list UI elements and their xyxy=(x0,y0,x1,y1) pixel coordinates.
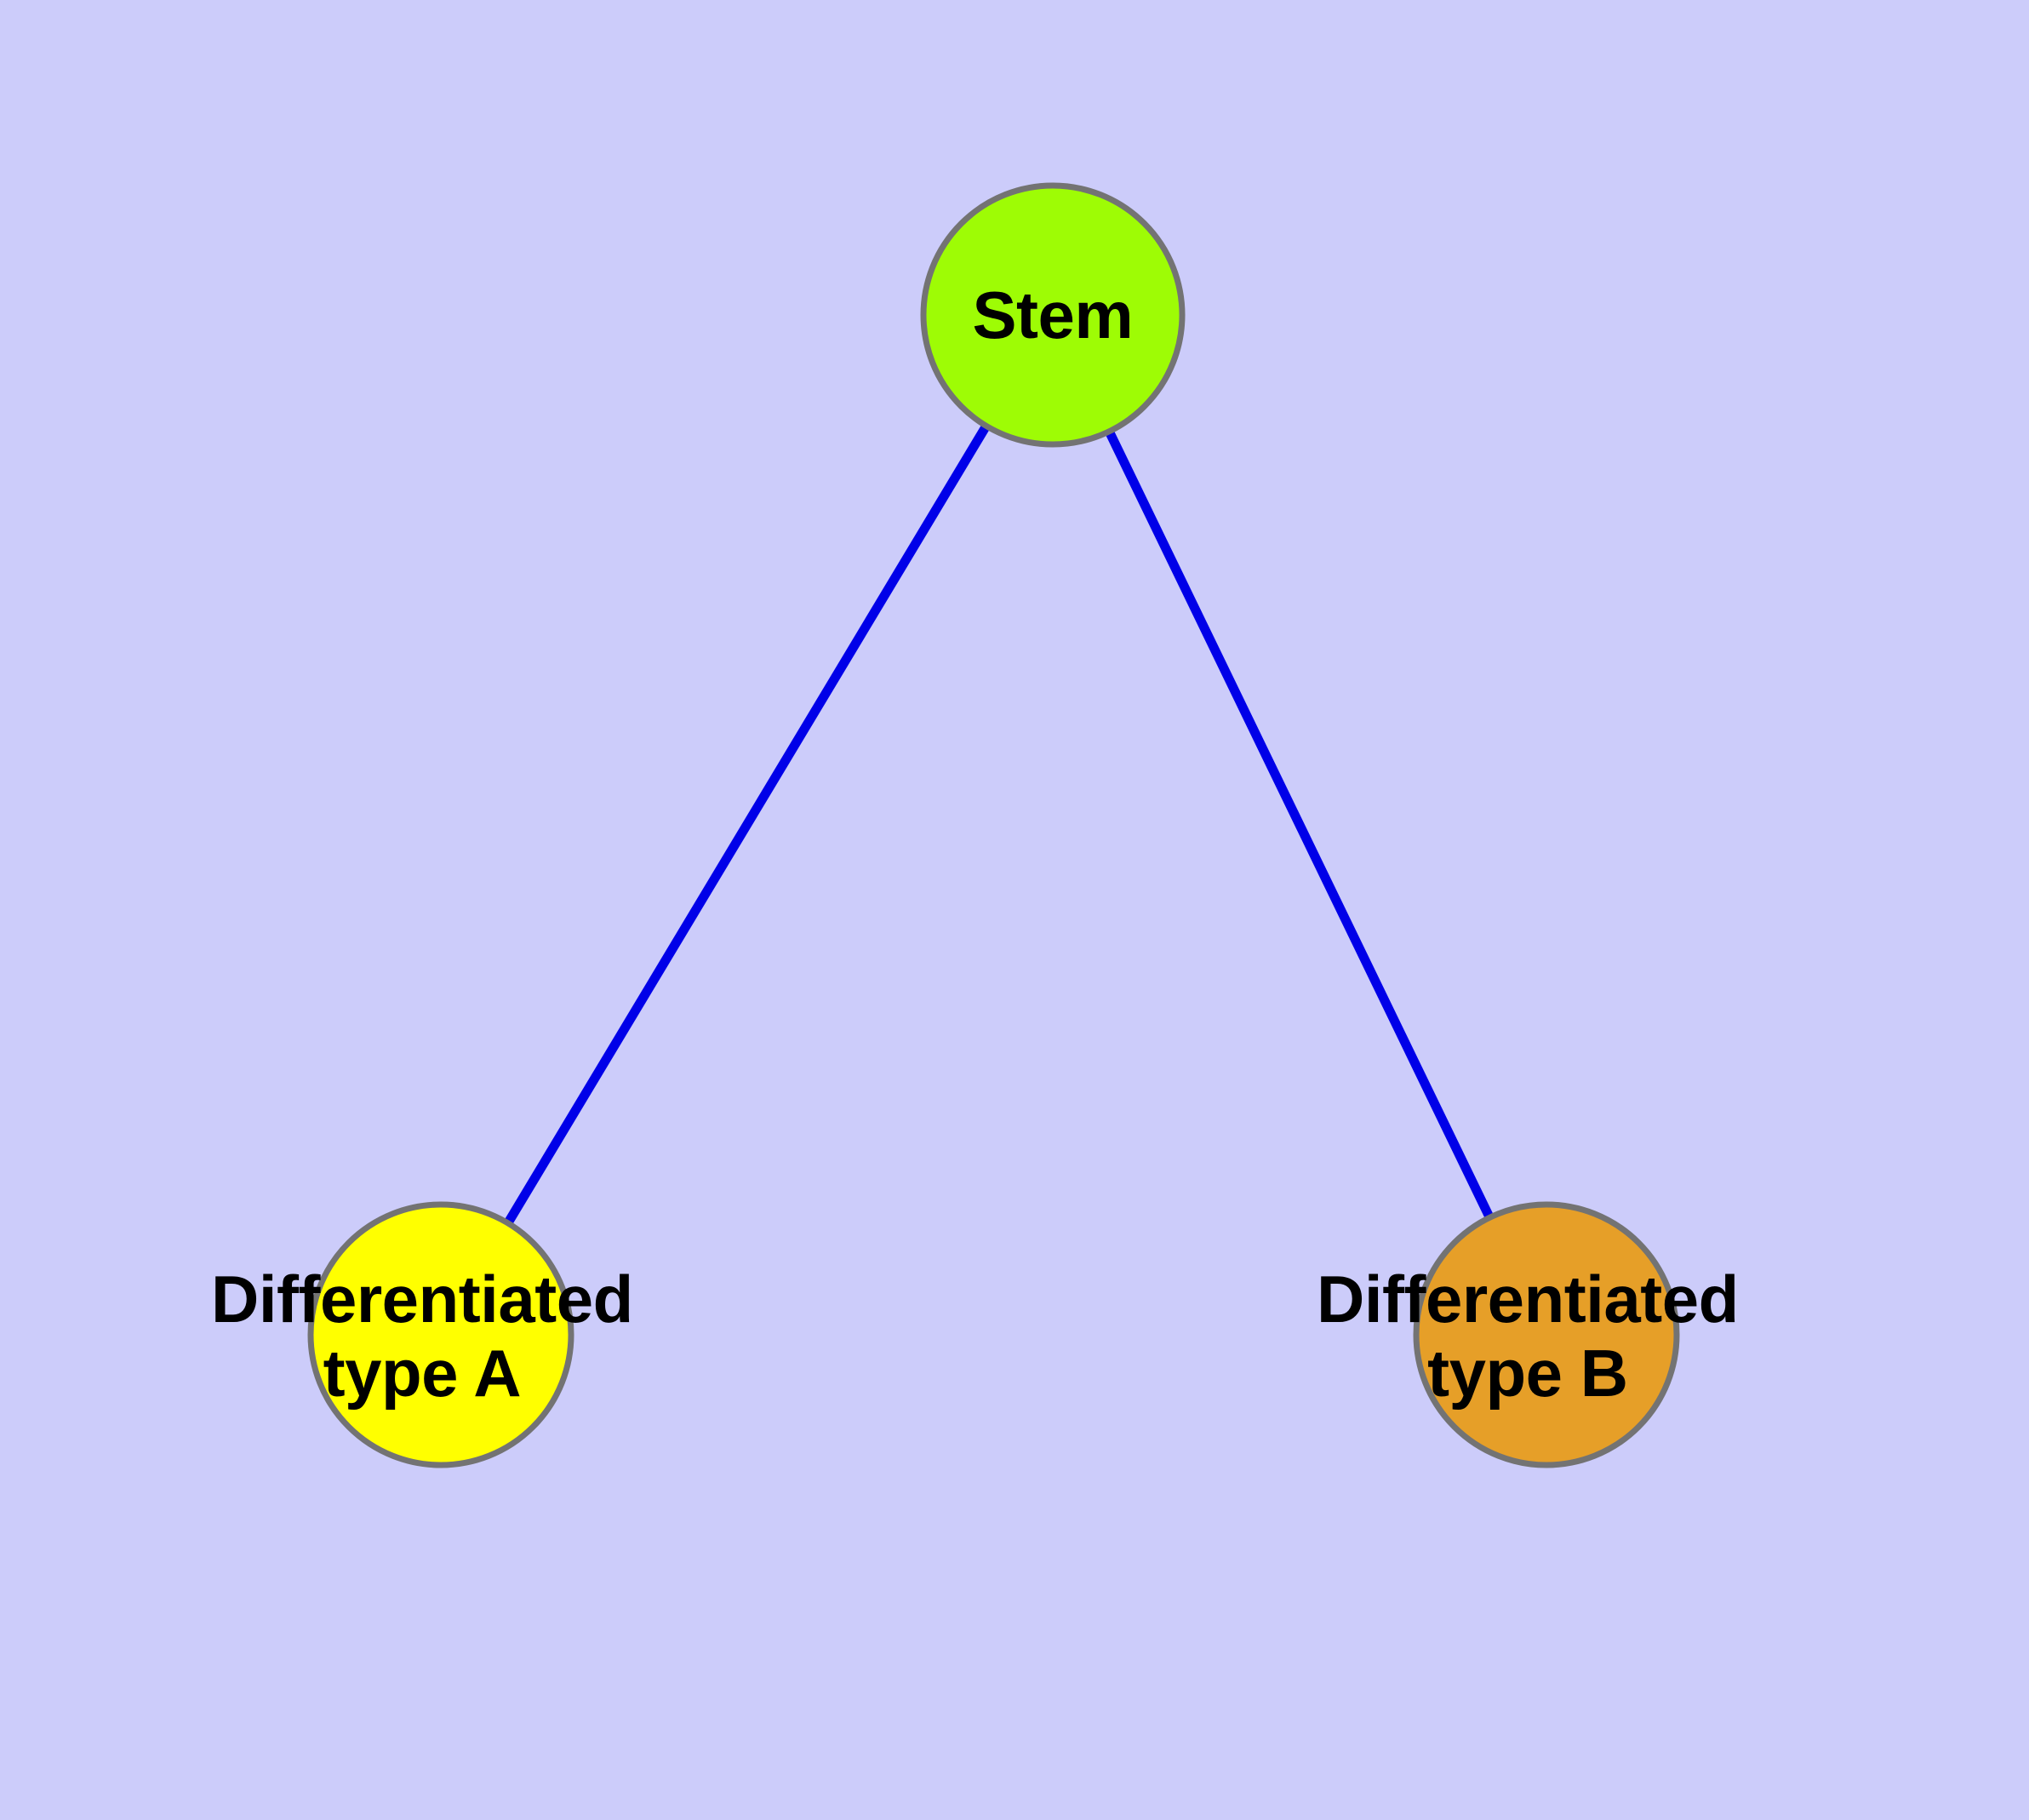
nodes-layer xyxy=(307,182,1680,1468)
edges-layer xyxy=(437,312,1551,1337)
graph-edge[interactable] xyxy=(1049,312,1551,1337)
graph-node-diff_a[interactable] xyxy=(307,1201,574,1468)
graph-edge[interactable] xyxy=(437,312,1057,1337)
graph-node-stem[interactable] xyxy=(920,182,1186,448)
graph-node-diff_b[interactable] xyxy=(1413,1201,1680,1468)
